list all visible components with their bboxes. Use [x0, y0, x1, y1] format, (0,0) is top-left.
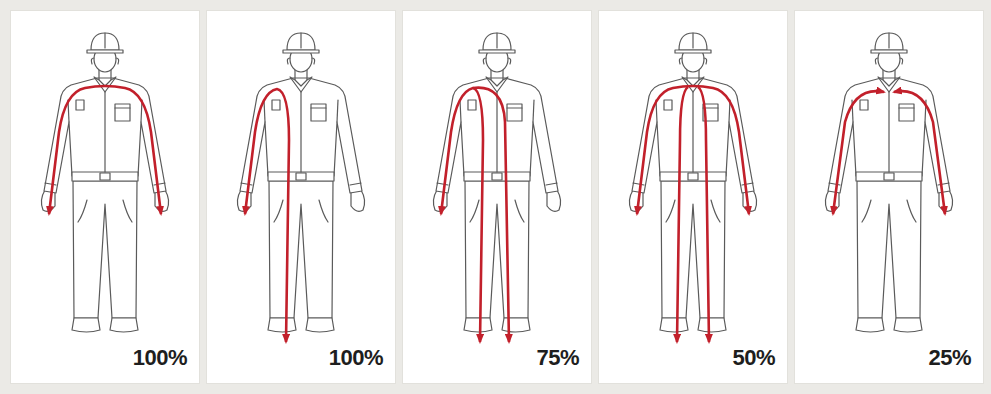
- percentage-label: 25%: [928, 345, 971, 371]
- scenario-panel: 100%: [10, 10, 200, 384]
- current-path: [894, 91, 945, 214]
- current-path: [698, 87, 709, 342]
- current-path: [245, 89, 289, 342]
- percentage-label: 75%: [536, 345, 579, 371]
- percentage-label: 100%: [133, 345, 187, 371]
- scenario-panel: 100%: [206, 10, 396, 384]
- scenario-panel: 50%: [598, 10, 788, 384]
- percentage-label: 100%: [329, 345, 383, 371]
- current-path: [637, 86, 749, 214]
- worker-outline: [433, 33, 560, 332]
- worker-figure: [237, 33, 364, 342]
- worker-outline: [41, 33, 168, 332]
- scenario-panel: 75%: [402, 10, 592, 384]
- worker-figure: [433, 33, 560, 342]
- worker-outline: [629, 33, 756, 332]
- current-path: [473, 88, 509, 342]
- current-path: [833, 91, 884, 214]
- percentage-label: 50%: [732, 345, 775, 371]
- worker-outline: [825, 33, 952, 332]
- worker-figure: [629, 33, 756, 342]
- worker-figure: [825, 33, 952, 332]
- worker-figure: [41, 33, 168, 332]
- scenario-panel: 25%: [794, 10, 984, 384]
- current-path: [441, 88, 483, 342]
- worker-outline: [237, 33, 364, 332]
- current-path: [677, 87, 688, 342]
- current-path: [49, 86, 161, 214]
